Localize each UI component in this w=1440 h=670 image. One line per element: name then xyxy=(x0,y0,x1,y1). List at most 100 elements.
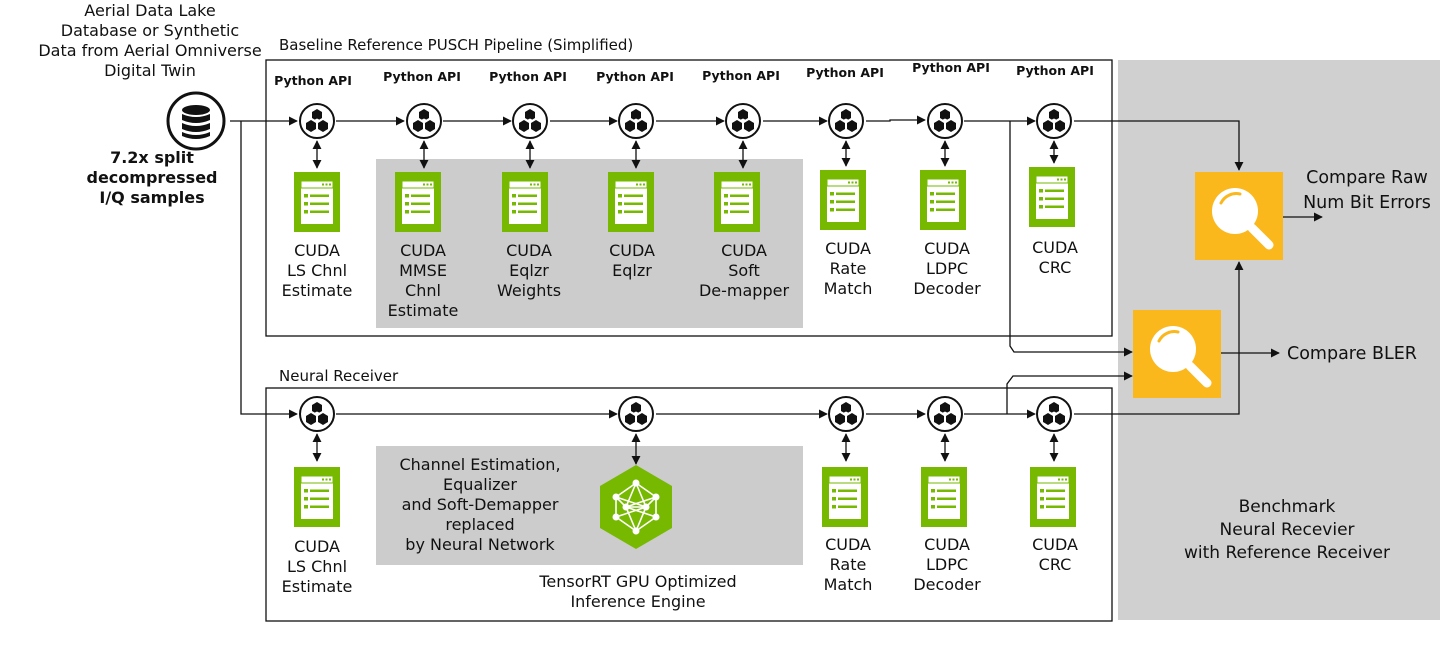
python-api-label: Python API xyxy=(596,69,674,84)
replaced-line: Channel Estimation, xyxy=(399,455,560,474)
neural-shaded-region xyxy=(376,446,803,565)
connectors xyxy=(230,115,1323,419)
block-label-line: CUDA xyxy=(924,535,970,554)
benchmark-line: Benchmark xyxy=(1239,497,1336,517)
block-label-line: CUDA xyxy=(506,241,552,260)
source-line: Data from Aerial Omniverse xyxy=(38,41,261,60)
cuda-block-icon xyxy=(713,171,761,233)
block-label-line: Soft xyxy=(728,261,760,280)
source-line: Database or Synthetic xyxy=(61,21,239,40)
block-label-line: Estimate xyxy=(282,577,353,596)
cuda-block-icon xyxy=(293,171,341,233)
python-api-labels: Python API Python API Python API Python … xyxy=(274,60,1094,88)
cuda-block-icon xyxy=(394,171,442,233)
api-node-icon xyxy=(828,396,864,432)
cuda-block-icon xyxy=(1029,466,1077,528)
block-label-eqlzr-weights: CUDA Eqlzr Weights xyxy=(497,241,561,300)
python-api-label: Python API xyxy=(274,73,352,88)
block-label-rate-match: CUDA Rate Match xyxy=(824,239,873,298)
block-label-line: Decoder xyxy=(913,575,981,594)
api-node-icon xyxy=(512,103,548,139)
api-node-icon xyxy=(725,103,761,139)
block-label-line: CUDA xyxy=(1032,238,1078,257)
api-node-icon xyxy=(618,103,654,139)
pusch-block-labels: CUDA LS Chnl Estimate CUDA MMSE Chnl Est… xyxy=(282,238,1078,320)
block-label-ldpc: CUDA LDPC Decoder xyxy=(913,239,981,298)
neural-network-icon xyxy=(600,465,672,549)
cuda-block-icon xyxy=(821,466,869,528)
pusch-title: Baseline Reference PUSCH Pipeline (Simpl… xyxy=(279,36,633,54)
block-label-line: MMSE xyxy=(399,261,447,280)
block-label-crc: CUDA CRC xyxy=(1032,238,1078,277)
block-label-line: De-mapper xyxy=(699,281,789,300)
samples-line: decompressed xyxy=(87,168,218,187)
block-label-line: CUDA xyxy=(294,537,340,556)
cuda-block-icon xyxy=(819,169,867,231)
compare-raw-magnifier-icon xyxy=(1195,172,1283,260)
api-node-icon xyxy=(1036,103,1072,139)
block-label-line: CUDA xyxy=(400,241,446,260)
block-label-ls-chnl-neural: CUDA LS Chnl Estimate xyxy=(282,537,353,596)
block-label-line: Chnl xyxy=(405,281,441,300)
source-line: Aerial Data Lake xyxy=(84,1,215,20)
benchmark-line: with Reference Receiver xyxy=(1184,543,1390,563)
neural-block-labels: CUDA LS Chnl Estimate CUDA Rate Match CU… xyxy=(282,535,1078,596)
inference-engine-label: TensorRT GPU Optimized Inference Engine xyxy=(538,572,736,611)
block-label-line: CUDA xyxy=(1032,535,1078,554)
block-label-mmse: CUDA MMSE Chnl Estimate xyxy=(388,241,459,320)
block-label-line: Match xyxy=(824,279,873,298)
api-node-icon xyxy=(299,103,335,139)
block-label-line: Rate xyxy=(830,259,867,278)
samples-line: 7.2x split xyxy=(110,148,194,167)
block-label-line: Decoder xyxy=(913,279,981,298)
samples-line: I/Q samples xyxy=(99,188,204,207)
block-label-line: Weights xyxy=(497,281,561,300)
compare-raw-line: Num Bit Errors xyxy=(1303,193,1431,213)
block-label-line: Estimate xyxy=(282,281,353,300)
api-node-icon xyxy=(927,103,963,139)
block-label-line: Match xyxy=(824,575,873,594)
block-label-soft-demapper: CUDA Soft De-mapper xyxy=(699,241,789,300)
cuda-block-icon xyxy=(607,171,655,233)
cuda-block-icon xyxy=(501,171,549,233)
database-icon xyxy=(166,91,226,151)
block-label-line: LDPC xyxy=(926,259,968,278)
cuda-block-icon xyxy=(293,466,341,528)
block-label-line: CUDA xyxy=(721,241,767,260)
block-label-rate-match-neural: CUDA Rate Match xyxy=(824,535,873,594)
cuda-block-icon xyxy=(1028,166,1076,228)
python-api-label: Python API xyxy=(489,69,567,84)
block-label-line: CUDA xyxy=(609,241,655,260)
api-node-icon xyxy=(828,103,864,139)
source-line: Digital Twin xyxy=(104,61,196,80)
block-label-line: CUDA xyxy=(294,241,340,260)
benchmark-label: Benchmark Neural Recevier with Reference… xyxy=(1184,497,1390,563)
python-api-label: Python API xyxy=(806,65,884,80)
compare-raw-line: Compare Raw xyxy=(1306,168,1428,188)
block-label-line: CRC xyxy=(1039,258,1072,277)
block-label-ldpc-neural: CUDA LDPC Decoder xyxy=(913,535,981,594)
block-label-line: LDPC xyxy=(926,555,968,574)
block-label-line: CUDA xyxy=(825,535,871,554)
block-label-crc-neural: CUDA CRC xyxy=(1032,535,1078,574)
engine-line: Inference Engine xyxy=(570,592,705,611)
bidirectional-arrows xyxy=(312,140,1059,465)
block-label-line: LS Chnl xyxy=(287,261,347,280)
api-node-icon xyxy=(299,396,335,432)
samples-label: 7.2x split decompressed I/Q samples xyxy=(87,148,218,207)
pusch-frame xyxy=(265,59,1113,337)
replaced-line: by Neural Network xyxy=(405,535,555,554)
block-label-line: CRC xyxy=(1039,555,1072,574)
neural-title: Neural Receiver xyxy=(279,367,399,385)
block-label-line: Rate xyxy=(830,555,867,574)
source-label: Aerial Data Lake Database or Synthetic D… xyxy=(38,1,261,80)
neural-frame xyxy=(265,387,1113,622)
api-node-icon xyxy=(1036,396,1072,432)
block-label-line: Eqlzr xyxy=(612,261,652,280)
block-label-ls-chnl: CUDA LS Chnl Estimate xyxy=(282,241,353,300)
python-api-label: Python API xyxy=(912,60,990,75)
replaced-by-nn-text: Channel Estimation, Equalizer and Soft-D… xyxy=(399,455,560,554)
block-label-line: Estimate xyxy=(388,301,459,320)
benchmark-line: Neural Recevier xyxy=(1219,520,1354,540)
